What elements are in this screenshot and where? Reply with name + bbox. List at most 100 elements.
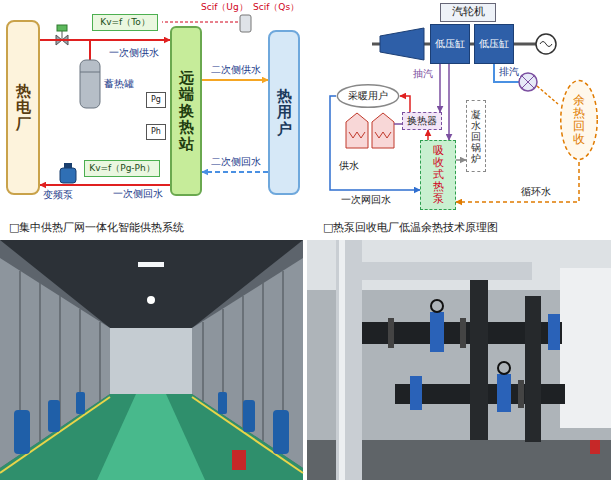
photo-hall	[202, 322, 204, 401]
substation-box: 远端换热站	[170, 26, 202, 196]
node-text: Ph	[151, 127, 161, 136]
flow-label: 排汽	[498, 66, 520, 78]
ellipse-outline	[561, 81, 597, 160]
signal-line	[162, 22, 238, 23]
signal-label: Scif（Qs）	[252, 2, 300, 12]
sensor-box: Pg	[146, 92, 166, 108]
photo-hall	[262, 283, 264, 441]
node-text: 余热回收	[573, 94, 585, 147]
pump-symbol	[60, 168, 76, 183]
node-text: 采暖用户	[348, 90, 388, 102]
photo-hall	[0, 397, 110, 473]
photo-hall	[0, 394, 303, 480]
node-text: 热用户	[277, 88, 292, 138]
flow-label: 抽汽	[412, 68, 434, 80]
node-text: 凝水回锅炉	[471, 109, 481, 164]
heating-unit	[372, 113, 394, 148]
setpoint-box: Kv=f（Pg-Ph）	[84, 160, 160, 177]
flow-connector	[456, 159, 466, 161]
edge-label: 二次侧回水	[210, 156, 262, 168]
generator-symbol	[536, 34, 556, 54]
flow-connector	[40, 39, 170, 41]
generator-symbol	[540, 42, 552, 47]
photo-hall	[232, 450, 246, 470]
user-cloud: 采暖用户	[336, 84, 400, 108]
photo-hall	[14, 410, 30, 454]
photo-pipes	[430, 312, 444, 352]
node-text: Kv=f（To）	[100, 17, 149, 27]
photo-pipes	[410, 376, 422, 410]
pump-symbol	[60, 163, 76, 183]
photo-hall	[76, 392, 85, 414]
storage-tank	[80, 72, 100, 73]
photo-pipes	[470, 280, 488, 440]
waste-heat-line	[537, 86, 558, 104]
heating-unit	[346, 113, 402, 148]
condenser-symbol	[519, 73, 537, 91]
photo-hall	[39, 283, 41, 441]
ellipse-outline	[337, 85, 398, 108]
waste-heat-line	[537, 86, 558, 104]
photo-hall	[0, 240, 303, 480]
storage-tank	[80, 60, 100, 108]
figure-caption: □热泵回收电厂低温余热技术原理图	[322, 222, 499, 235]
lp-cylinder: 低压缸	[474, 24, 514, 64]
condenser-symbol	[519, 73, 537, 91]
exhaust-line	[494, 64, 519, 82]
photo-pipes	[339, 240, 345, 480]
heating-unit	[346, 113, 368, 148]
node-text: 换热器	[407, 115, 437, 127]
heating-unit	[394, 123, 402, 125]
flow-label: 供水	[338, 160, 360, 172]
node-text: 低压缸	[435, 38, 465, 50]
exhaust-line	[494, 64, 519, 82]
signal-line	[162, 22, 238, 23]
heating-unit	[375, 132, 391, 138]
node-text: 低压缸	[479, 38, 509, 50]
photo-pipes	[518, 380, 524, 408]
photo-pipes	[307, 240, 611, 480]
node-text: 吸收式热泵	[433, 145, 444, 205]
figure-caption: □集中供热厂网一体化智能供热系统	[8, 222, 185, 235]
edge-label: 二次侧供水	[210, 64, 262, 76]
turbine-label-box: 汽轮机	[440, 3, 496, 22]
photo-pipes	[560, 268, 611, 428]
flow-connector	[439, 64, 441, 112]
thermostat-icon	[240, 15, 251, 32]
flow-connector	[400, 96, 410, 112]
pump-symbol	[64, 163, 72, 168]
condenser-symbol	[522, 76, 534, 88]
storage-tank	[80, 41, 100, 108]
photo-pipes	[307, 240, 611, 480]
photo-pipes	[460, 318, 466, 348]
part-label: 蓄热罐	[103, 78, 135, 90]
flow-connector	[330, 96, 420, 190]
node-text: Kv=f（Pg-Ph）	[89, 163, 154, 173]
flow-connector	[448, 64, 450, 140]
storage-tank	[89, 41, 91, 60]
flow-label: 循环水	[520, 186, 552, 198]
edge-label: 一次侧回水	[112, 188, 164, 200]
flow-connector	[40, 184, 170, 186]
photo-hall	[99, 322, 101, 401]
heat-exchanger-box: 换热器	[402, 112, 442, 130]
photo-hall	[138, 262, 164, 267]
hp-turbine	[380, 28, 424, 60]
sensor-box: Ph	[146, 124, 166, 140]
heat-pump-box: 吸收式热泵	[420, 140, 456, 210]
photo-pipes	[362, 262, 532, 280]
photo-hall	[192, 397, 303, 473]
waste-heat-ellipse: 余热回收	[560, 78, 598, 162]
condenser-symbol	[522, 76, 534, 88]
photo-pipes	[431, 300, 443, 312]
photo-hall	[48, 400, 60, 432]
edge-label: 一次侧供水	[108, 47, 160, 59]
setpoint-box: Kv=f（To）	[92, 14, 158, 31]
heating-unit	[349, 132, 365, 138]
photo-hall	[243, 400, 255, 432]
flow-connector	[202, 171, 268, 173]
signal-label: Scif（Ug）	[200, 2, 249, 12]
photo-pipes	[525, 296, 541, 442]
photo-hall	[97, 394, 205, 480]
